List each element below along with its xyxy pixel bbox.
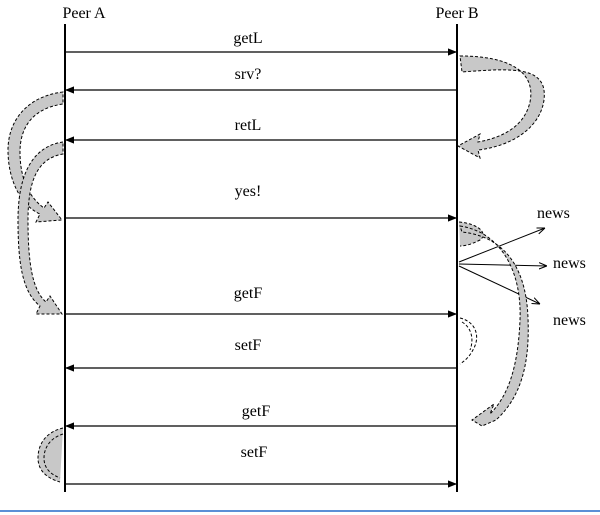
message-7: getF [65, 403, 457, 430]
message-1: getL [65, 30, 457, 56]
peer-b-label: Peer B [435, 5, 478, 22]
message-label: yes! [235, 183, 262, 200]
message-3: retL [65, 117, 457, 144]
message-6: setF [65, 337, 457, 372]
message-label: getF [242, 403, 271, 420]
message-label: retL [235, 117, 262, 134]
message-5: getF [65, 285, 457, 318]
message-label: getF [234, 285, 263, 302]
peer-b-curl-long [459, 225, 529, 427]
peer-a-curl-lower [37, 427, 64, 483]
peer-b-curl-setf [459, 317, 478, 365]
broadcast-label: news [537, 205, 570, 222]
peer-a-curl-middle [17, 141, 64, 315]
message-2: srv? [65, 66, 457, 94]
peer-b-curl-large [456, 55, 545, 159]
broadcast-label: news [553, 255, 586, 272]
message-8: setF [65, 444, 457, 488]
message-label: getL [233, 30, 262, 47]
message-label: setF [235, 337, 262, 354]
message-4: yes! [65, 183, 457, 222]
peer-a-label: Peer A [62, 5, 106, 22]
message-label: setF [241, 444, 268, 461]
broadcast-label: news [553, 312, 586, 329]
message-label: srv? [235, 66, 262, 83]
broadcast-fan: news news news [458, 205, 586, 329]
